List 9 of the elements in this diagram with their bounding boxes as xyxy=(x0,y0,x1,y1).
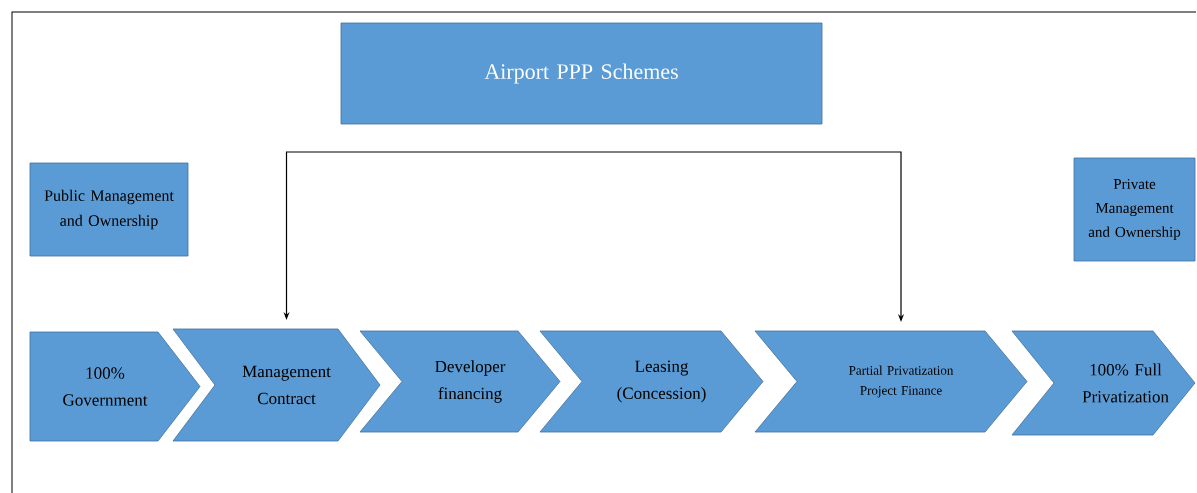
chevron-box: Developer financing xyxy=(359,330,561,433)
text-box: Public Management and Ownership xyxy=(29,162,189,257)
text-box: Airport PPP Schemes xyxy=(340,22,823,125)
text-box: Private Management and Ownership xyxy=(1073,157,1196,262)
chevron-box: Partial Privatization Project Finance xyxy=(754,330,1028,433)
chevron-box: Leasing (Concession) xyxy=(539,330,764,433)
arrow-box: 100% Government xyxy=(29,331,201,442)
chevron-box: Management Contract xyxy=(172,328,381,442)
chevron-box: 100% Full Privatization xyxy=(1011,330,1196,436)
